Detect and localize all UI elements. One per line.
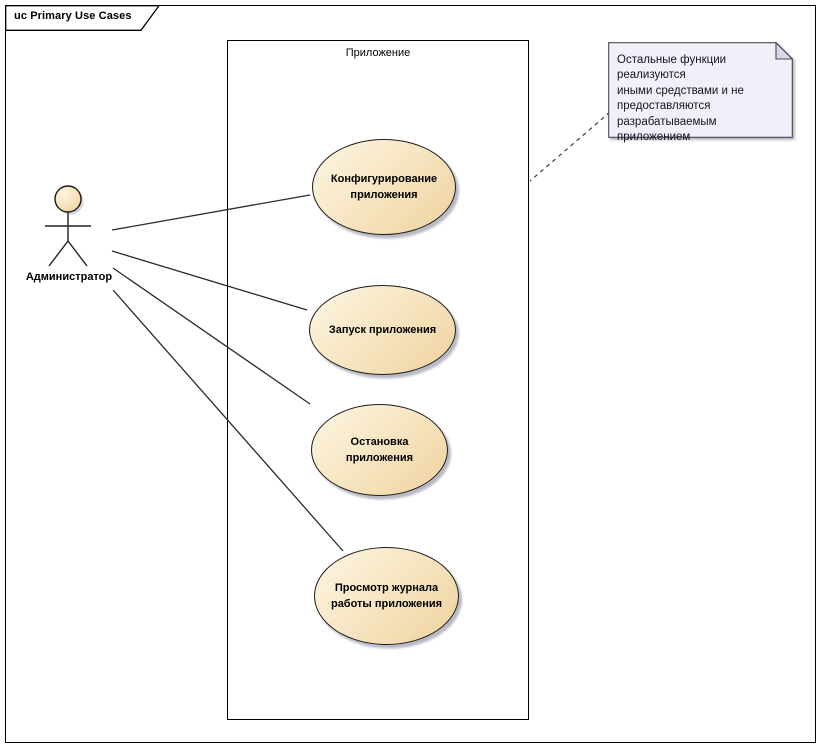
use-case-start-app[interactable]: Запуск приложения [309,285,456,375]
frame-tab-label: uc Primary Use Cases [14,10,132,22]
note-anchor-line [529,111,611,182]
frame-tab [5,5,161,31]
system-boundary[interactable] [227,40,529,720]
use-case-view-log[interactable]: Просмотр журнала работы приложения [314,547,459,645]
uml-note[interactable]: Остальные функции реализуются иными сред… [608,42,793,144]
use-case-label: Конфигурирование приложения [330,172,438,202]
uml-frame [5,5,816,743]
association-line [112,267,311,405]
frame-tab-shape [5,5,161,31]
actor-leg-left [48,240,69,267]
use-case-stop-app[interactable]: Остановка приложения [311,404,448,496]
use-case-label: Остановка приложения [345,435,414,465]
actor-leg-right [67,240,88,267]
actor-figure[interactable] [45,185,91,267]
note-text: Остальные функции реализуются иными сред… [617,54,744,144]
association-line [111,194,311,231]
association-line [111,250,308,311]
association-lines [111,194,344,552]
note-body [608,42,793,138]
use-case-configure-app[interactable]: Конфигурирование приложения [312,139,456,235]
use-case-label: Просмотр журнала работы приложения [330,581,443,611]
note-fold-icon [775,42,793,60]
system-boundary-label: Приложение [345,47,411,59]
association-line [112,289,344,552]
actor-label: Администратор [25,271,113,283]
actor-head [54,185,82,213]
note-shape [608,42,793,138]
use-case-label: Запуск приложения [328,323,437,336]
